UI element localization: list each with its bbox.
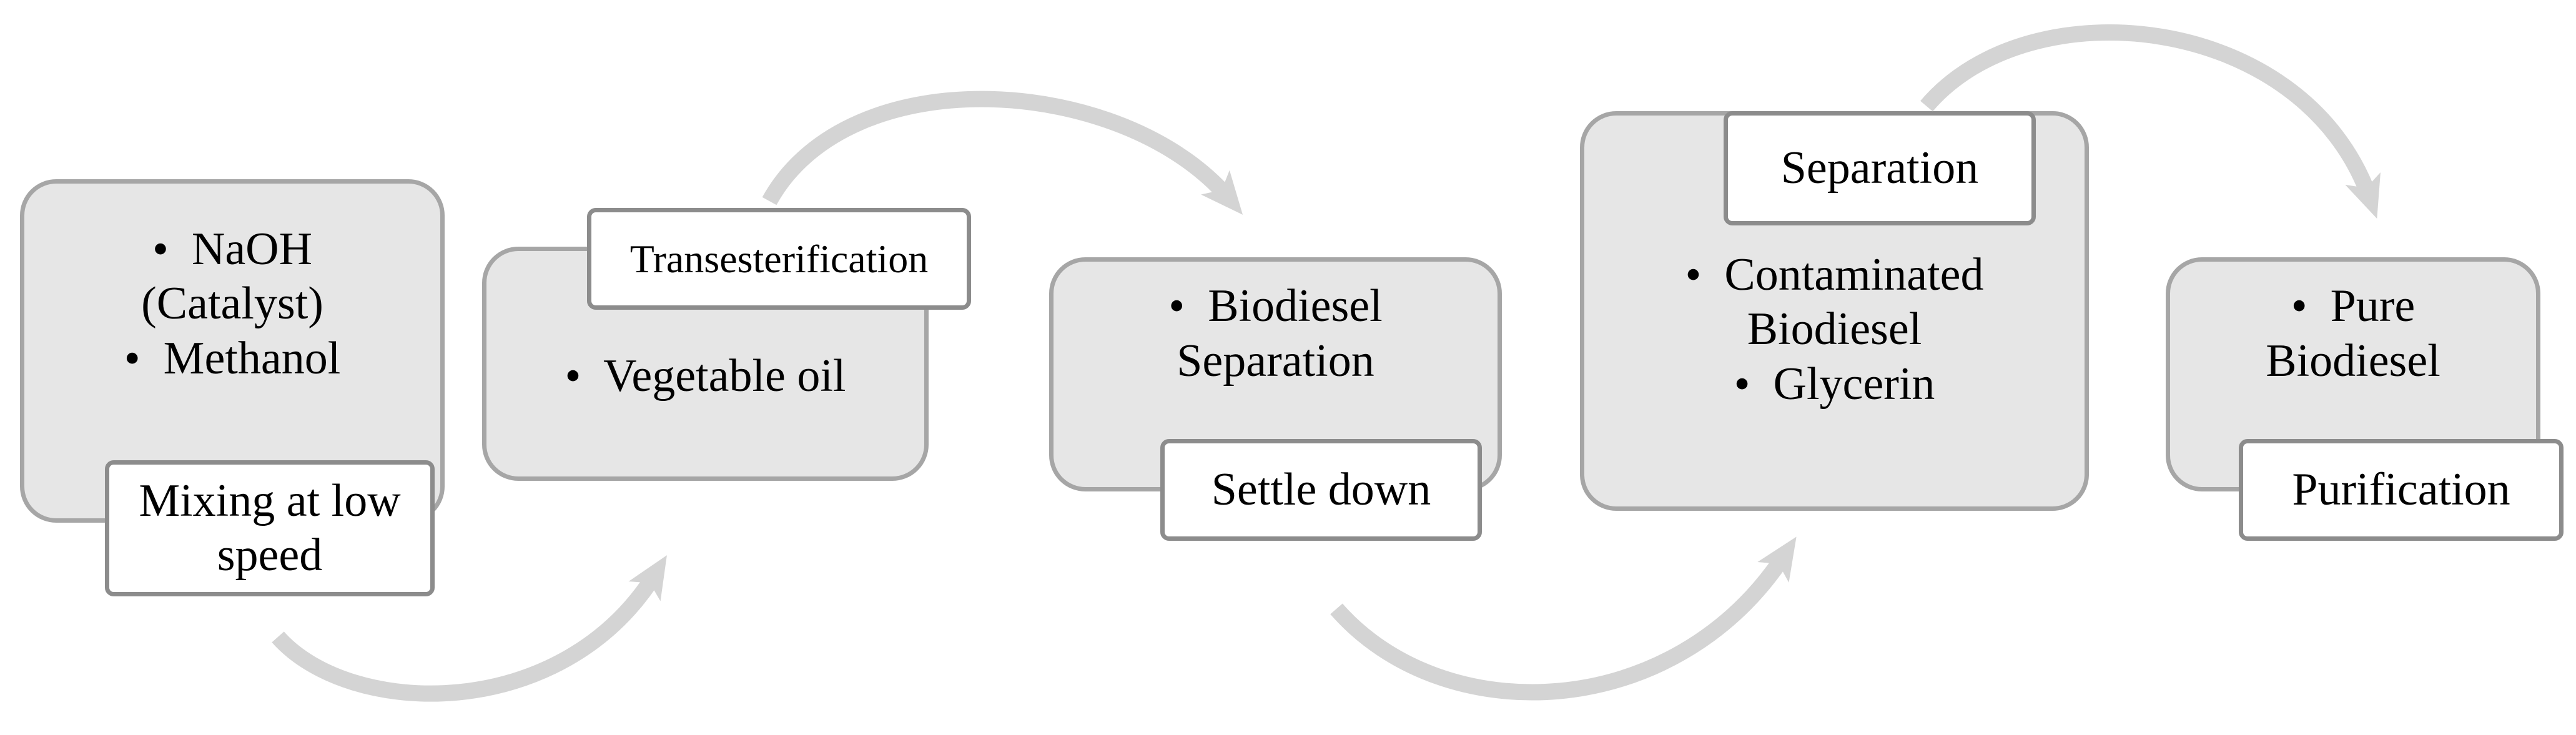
step-1-item-1-line-2: (Catalyst) (141, 278, 323, 330)
step-3-item-1: Biodiesel Separation (1168, 279, 1382, 388)
step-1-item-1-line-1: NaOH (191, 224, 313, 275)
step-5-item-1: Pure Biodiesel (2266, 279, 2440, 388)
step-2-label: Transesterification (587, 208, 971, 310)
step-4-label: Separation (1724, 111, 2036, 225)
step-5-item-1-line-2: Biodiesel (2266, 335, 2440, 387)
step-3-item-1-line-2: Separation (1177, 335, 1374, 387)
step-1-label-line-1: Mixing at low (139, 475, 401, 526)
step-4-item-1: Contaminated Biodiesel (1685, 248, 1983, 357)
curved-arrow-icon (1920, 24, 2381, 219)
step-1-label-line-2: speed (217, 530, 323, 581)
step-2-item-1: Vegetable oil (565, 349, 846, 403)
step-3-label-line-1: Settle down (1211, 463, 1431, 515)
step-1-item-1: NaOH (Catalyst) (141, 222, 323, 332)
step-5-label-line-1: Purification (2292, 463, 2510, 515)
curved-arrow-icon (762, 91, 1243, 215)
step-1-item-2: Methanol (124, 332, 341, 386)
step-1-item-2-line-1: Methanol (163, 332, 341, 384)
curved-arrow-icon (272, 555, 667, 702)
step-1-label: Mixing at low speed (105, 460, 435, 596)
step-4-item-1-line-1: Contaminated (1724, 249, 1984, 301)
step-4-item-1-line-2: Biodiesel (1747, 303, 1922, 355)
step-3-item-1-line-1: Biodiesel (1208, 280, 1383, 332)
step-4-item-2-line-1: Glycerin (1773, 358, 1935, 410)
step-4-label-line-1: Separation (1780, 142, 1979, 194)
step-5-label: Purification (2239, 439, 2564, 541)
step-2-item-1-line-1: Vegetable oil (603, 350, 846, 402)
step-4-item-2: Glycerin (1734, 357, 1935, 412)
step-2-label-line-1: Transesterification (629, 236, 929, 281)
step-3-label: Settle down (1160, 439, 1482, 541)
curved-arrow-icon (1330, 536, 1797, 701)
step-5-item-1-line-1: Pure (2330, 280, 2416, 332)
